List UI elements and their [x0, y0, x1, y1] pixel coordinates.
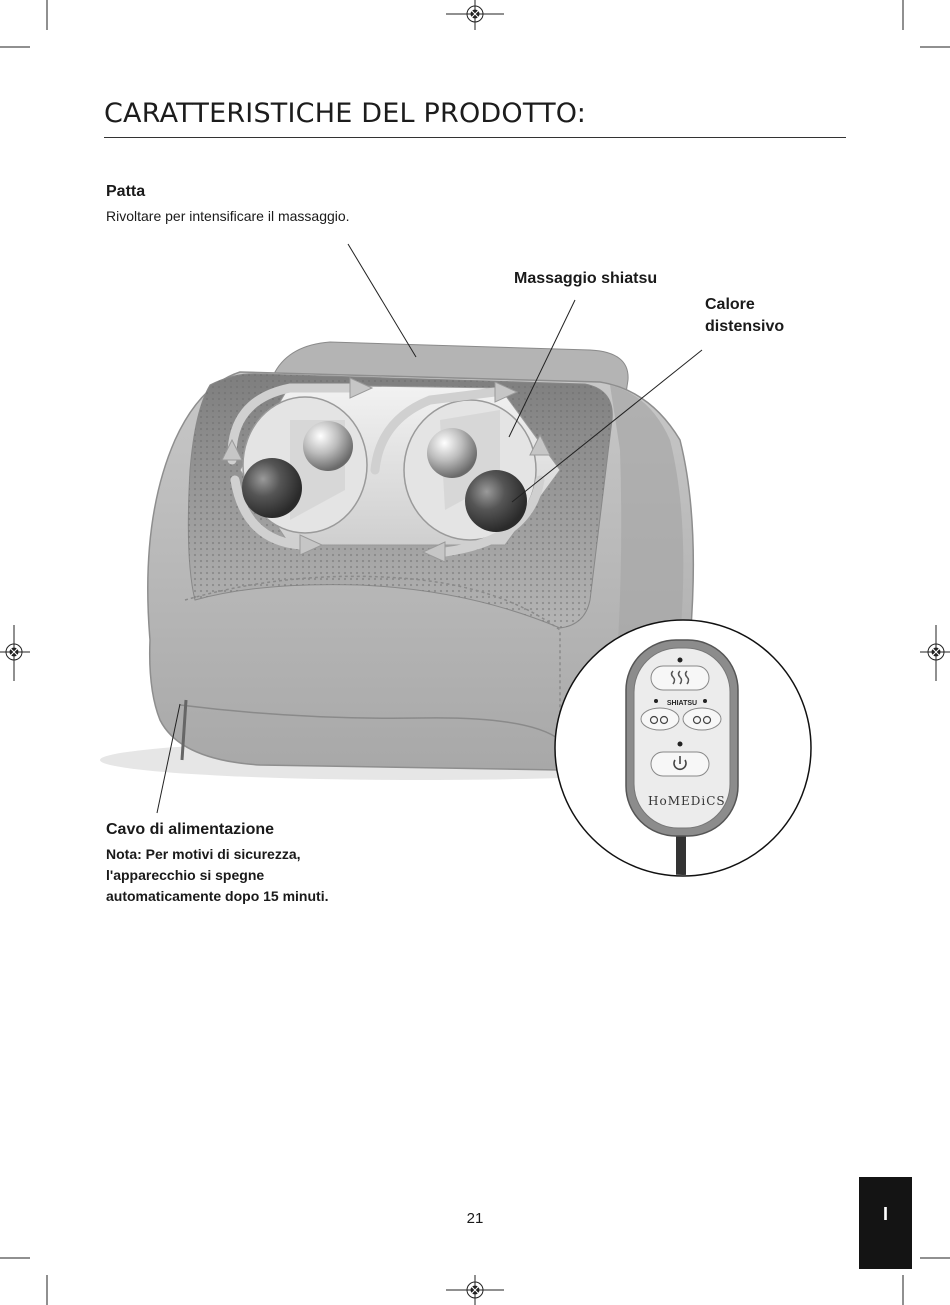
- page-title: CARATTERISTICHE DEL PRODOTTO:: [104, 98, 586, 129]
- rotation-2-button: [683, 708, 721, 730]
- cord-note-line2: l'apparecchio si spegne: [106, 865, 366, 886]
- language-tab: I: [859, 1177, 912, 1269]
- cord-note-line1: Nota: Per motivi di sicurezza,: [106, 844, 366, 865]
- registration-mark-bottom: [446, 1275, 504, 1305]
- flap-label: Patta: [106, 183, 145, 201]
- remote-control-inset: [555, 620, 811, 880]
- cord-label: Cavo di alimentazione: [106, 821, 274, 839]
- rotation-1-button: [641, 708, 679, 730]
- massage-node-dark-left: [242, 458, 302, 518]
- remote-mode-label: SHIATSU: [660, 700, 704, 707]
- cord-note: Nota: Per motivi di sicurezza, l'apparec…: [106, 844, 366, 907]
- registration-mark-top: [446, 0, 504, 30]
- heat-label-line2: distensivo: [705, 318, 784, 336]
- cord-note-line3: automaticamente dopo 15 minuti.: [106, 886, 366, 907]
- flap-description: Rivoltare per intensificare il massaggio…: [106, 208, 350, 224]
- heat-label-line1: Calore: [705, 296, 755, 314]
- massage-node-dark-right: [465, 470, 527, 532]
- registration-mark-right: [920, 625, 950, 681]
- registration-mark-left: [0, 625, 30, 681]
- title-divider: [104, 137, 846, 138]
- remote-brand-logo: HoMEDiCS: [648, 794, 714, 808]
- massage-node-light-right: [427, 428, 477, 478]
- massage-node-light-left: [303, 421, 353, 471]
- page-number: 21: [450, 1210, 500, 1227]
- shiatsu-label: Massaggio shiatsu: [514, 270, 657, 288]
